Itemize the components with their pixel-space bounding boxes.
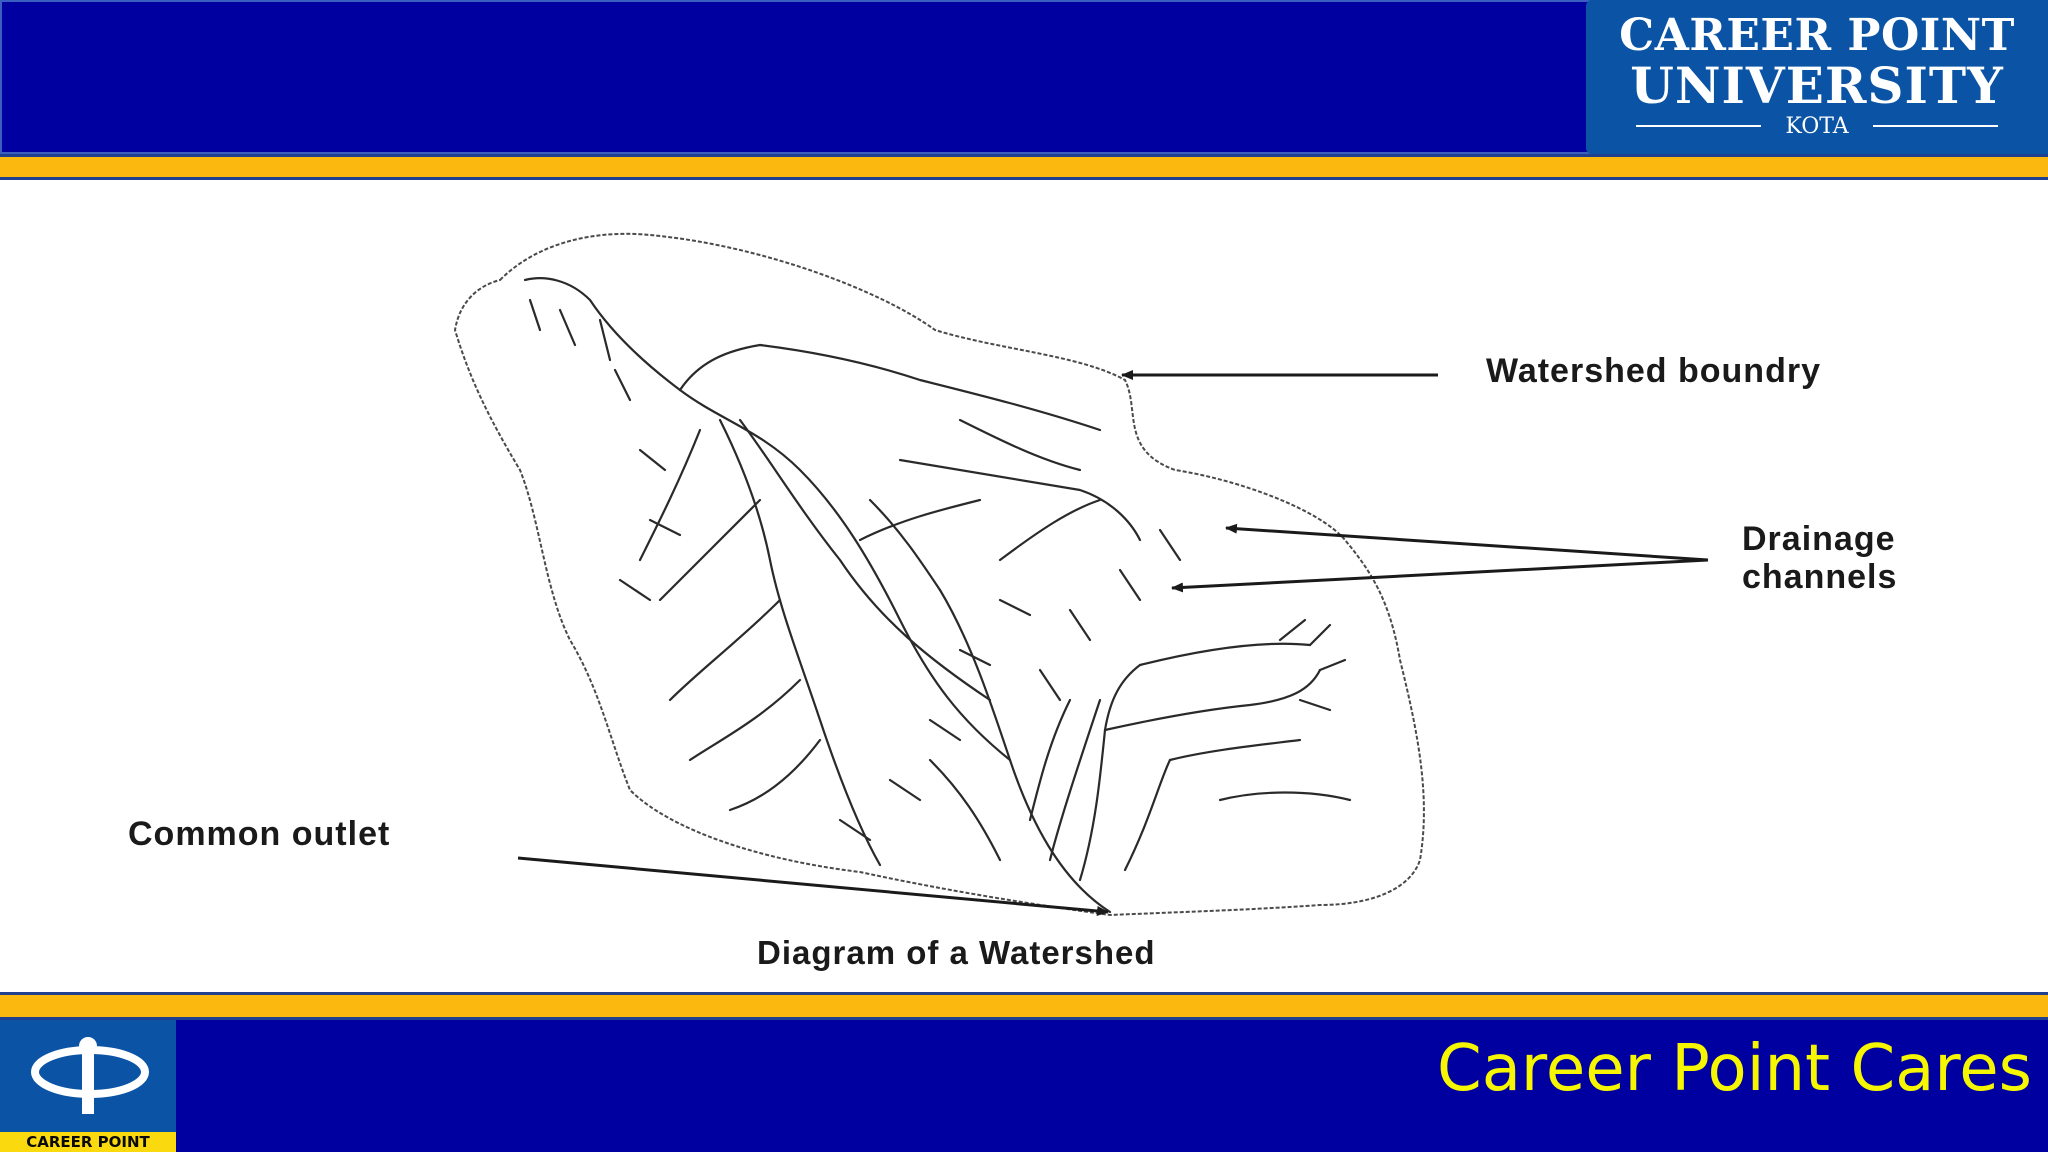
university-logo: CAREER POINT UNIVERSITY KOTA	[1586, 0, 2048, 154]
footer-tagline: Career Point Cares	[1437, 1032, 2032, 1106]
label-drainage-line-2: channels	[1742, 558, 1898, 596]
label-drainage-channels: Drainage channels	[1742, 520, 1897, 596]
drainage-arrow-upper	[1225, 523, 1709, 562]
career-point-emblem-icon	[31, 1037, 149, 1114]
outlet-arrow	[517, 856, 1109, 916]
watershed-boundary-outline	[453, 232, 1425, 917]
label-drainage-line-1: Drainage	[1742, 520, 1896, 558]
drainage-arrow-lower	[1171, 558, 1709, 593]
label-arrows	[517, 370, 1709, 916]
logo-line-3: KOTA	[1785, 114, 1849, 139]
watershed-diagram	[453, 232, 1709, 917]
footer-bar	[0, 1020, 2048, 1152]
footer-stripe	[0, 992, 2048, 1020]
footer-logo-text: CAREER POINT	[0, 1132, 176, 1152]
diagram-caption: Diagram of a Watershed	[757, 934, 1156, 971]
logo-rule-right	[1873, 125, 1998, 127]
logo-rule-left	[1636, 125, 1761, 127]
label-watershed-boundary: Watershed boundry	[1486, 352, 1821, 390]
header-stripe	[0, 154, 2048, 180]
label-common-outlet: Common outlet	[128, 815, 391, 853]
drainage-channels	[523, 277, 1352, 914]
logo-line-2: UNIVERSITY	[1630, 56, 2004, 115]
logo-line-1: CAREER POINT	[1619, 10, 2015, 61]
career-point-logo: CAREER POINT	[0, 1020, 176, 1152]
